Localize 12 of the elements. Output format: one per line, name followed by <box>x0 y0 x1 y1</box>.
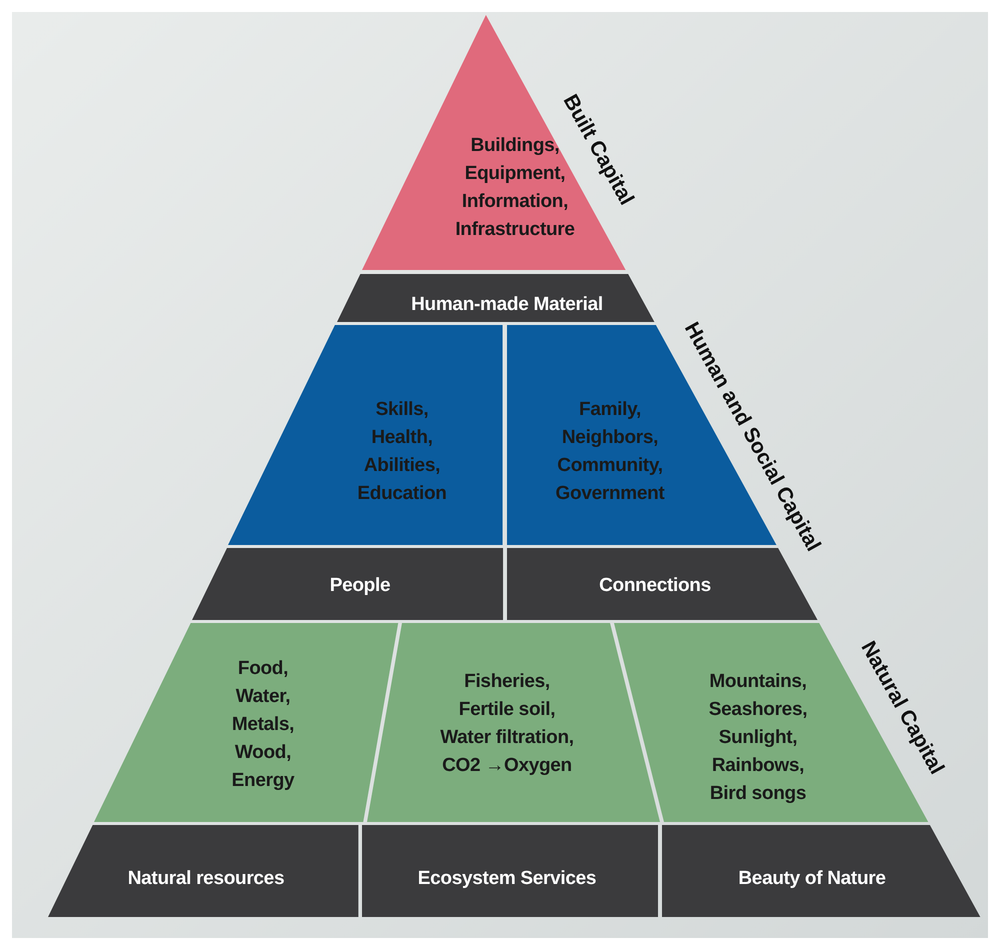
segment-text: Skills, Health, Abilities, Education <box>357 398 447 506</box>
segment-text: Fisheries, Fertile soil, Water filtration, CO2 →Oxygen <box>439 670 575 778</box>
segment-text: Mountains, Seashores, Sunlight, Rainbows, Bird songs <box>708 670 808 806</box>
band-label: Human-made Material <box>411 293 603 317</box>
band-label: Connections <box>599 574 711 598</box>
segment-text: Food, Water, Metals, Wood, Energy <box>232 657 294 793</box>
band-label: Ecosystem Services <box>418 867 596 891</box>
segment-text: Buildings, Equipment, Information, Infrastructure <box>455 135 575 242</box>
band-label: People <box>330 574 390 598</box>
band-label: Natural resources <box>128 867 284 891</box>
band-label: Beauty of Nature <box>738 867 886 891</box>
segment-text: Family, Neighbors, Community, Government <box>556 398 664 506</box>
